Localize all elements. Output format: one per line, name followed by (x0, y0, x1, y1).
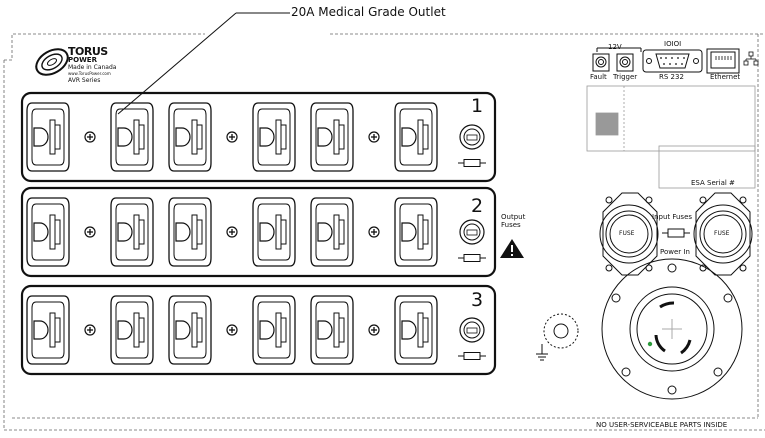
ground-screw-icon (536, 313, 579, 361)
serial-io-symbol: IOIOI (664, 40, 682, 48)
series-text: AVR Series (68, 77, 101, 84)
torus-logo-icon (35, 48, 69, 76)
outlet-3-5 (310, 295, 354, 365)
footer-notice: NO USER-SERVICEABLE PARTS INSIDE (596, 421, 728, 429)
voltage-label: 12V (608, 43, 622, 51)
outlet-screw-icon (226, 226, 238, 238)
ethernet-label: Ethernet (710, 73, 741, 81)
outlet-2-3 (168, 197, 212, 267)
output-fuse-holder-2 (458, 219, 486, 262)
rs232-pins (660, 57, 685, 65)
outlet-1-5 (310, 102, 354, 172)
outlet-screw-icon (84, 226, 96, 238)
outlet-banks (20, 91, 497, 376)
outlet-2-5 (310, 197, 354, 267)
output-fuses-line1: Output (501, 213, 526, 221)
outlet-callout-label: 20A Medical Grade Outlet (291, 5, 446, 19)
network-icon (743, 51, 759, 66)
serial-label: ESA Serial # (691, 179, 735, 187)
outlet-1-2 (110, 102, 154, 172)
outlet-bank-1 (20, 91, 497, 183)
serial-sticker (586, 85, 756, 189)
outlet-3-4 (252, 295, 296, 365)
outlet-screw-icon (368, 131, 380, 143)
website-text: www.TorusPower.com (68, 71, 111, 76)
outlet-bank-frame (20, 91, 497, 183)
outlet-1-4 (252, 102, 296, 172)
bank-number-3: 3 (471, 289, 484, 311)
outlet-3-2 (110, 295, 154, 365)
outlet-bank-2 (20, 186, 497, 278)
outlet-screw-icon (368, 226, 380, 238)
power-inlet (601, 258, 743, 400)
output-fuses-line2: Fuses (501, 221, 521, 229)
made-in-text: Made in Canada (68, 64, 117, 71)
input-fuse-symbol (662, 228, 690, 238)
chassis-outline (3, 33, 765, 431)
outlet-3-6 (394, 295, 438, 365)
outlet-2-4 (252, 197, 296, 267)
outlet-bank-3 (20, 284, 497, 376)
outlet-screw-icon (84, 324, 96, 336)
fuse-right-label: FUSE (714, 230, 730, 237)
output-fuse-holder-1 (458, 124, 486, 167)
trigger-label: Trigger (613, 73, 638, 81)
outlet-screw-icon (226, 131, 238, 143)
input-fuse-left (599, 192, 659, 276)
status-led (647, 341, 653, 347)
rs232-port (642, 49, 703, 73)
fault-jack (592, 53, 610, 72)
rs232-label: RS 232 (659, 73, 684, 81)
outlet-1-6 (394, 102, 438, 172)
fault-label: Fault (590, 73, 607, 81)
trigger-jack (616, 53, 634, 72)
outlet-1-1 (26, 102, 70, 172)
fuse-left-label: FUSE (619, 230, 635, 237)
ethernet-port (706, 48, 740, 74)
outlet-1-3 (168, 102, 212, 172)
bank-number-1: 1 (471, 95, 484, 117)
outlet-screw-icon (368, 324, 380, 336)
io-connectors (592, 47, 740, 74)
outlet-2-6 (394, 197, 438, 267)
brand-subname: POWER (68, 56, 97, 64)
bank-number-2: 2 (471, 195, 484, 217)
input-fuses-label: Input Fuses (652, 213, 693, 221)
outlet-2-1 (26, 197, 70, 267)
output-fuse-holder-3 (458, 317, 486, 360)
outlet-callout-leader (117, 12, 290, 115)
input-fuse-right (693, 192, 753, 276)
outlet-screw-icon (84, 131, 96, 143)
warning-triangle-icon (500, 239, 524, 258)
power-in-label: Power In (660, 248, 690, 256)
outlet-3-3 (168, 295, 212, 365)
outlet-bank-frame (20, 186, 497, 278)
outlet-screw-icon (226, 324, 238, 336)
brand-name: TORUS (68, 45, 108, 58)
outlet-bank-frame (20, 284, 497, 376)
outlet-2-2 (110, 197, 154, 267)
outlet-3-1 (26, 295, 70, 365)
